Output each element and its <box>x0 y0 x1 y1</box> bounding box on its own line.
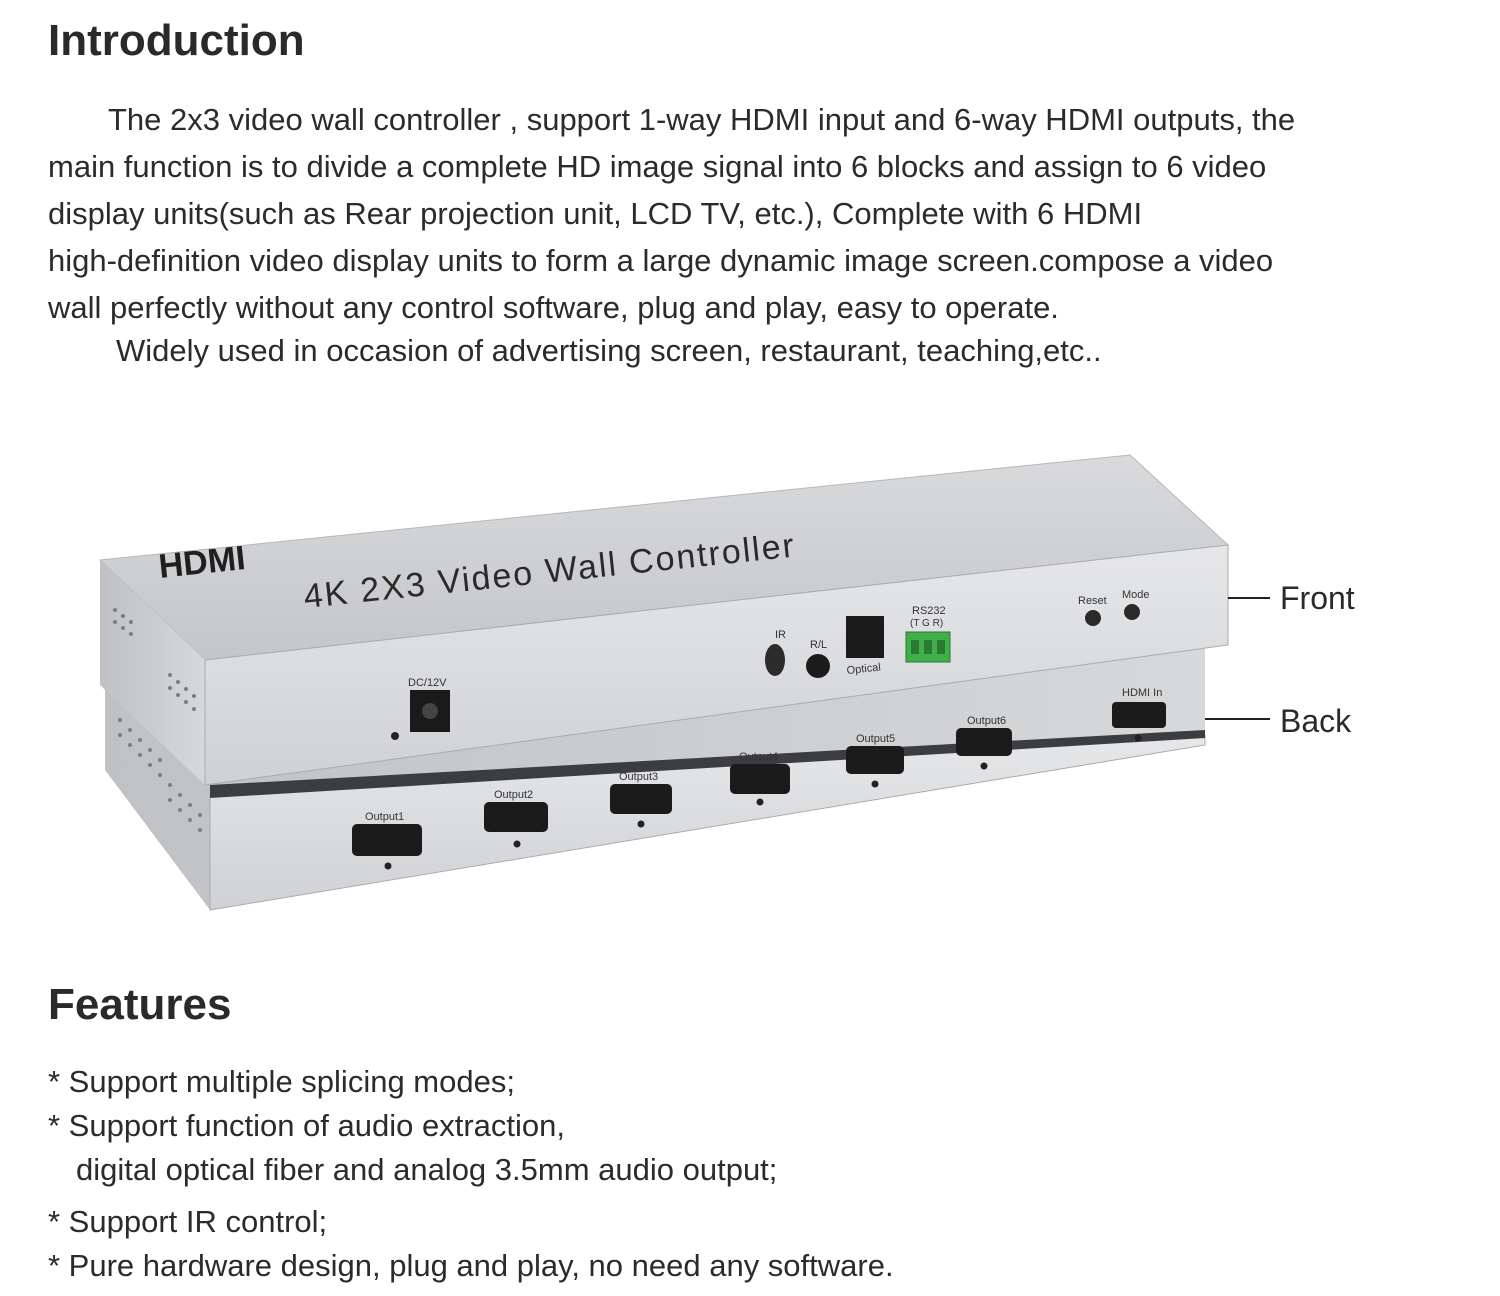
hdmi-output-5: Output5 <box>846 733 904 788</box>
hdmi-in-port-icon <box>1112 702 1166 728</box>
front-callout-label: Front <box>1280 580 1355 616</box>
intro-line: Widely used in occasion of advertising s… <box>116 333 1102 368</box>
optical-port-icon <box>846 616 884 658</box>
output5-label: Output5 <box>856 733 895 745</box>
hdmi-logo: HDMI <box>157 539 247 586</box>
feature-item: * Pure hardware design, plug and play, n… <box>48 1248 894 1283</box>
feature-item: * Support function of audio extraction, <box>48 1108 565 1143</box>
mode-button-group: Mode <box>1122 589 1150 620</box>
introduction-paragraph: The 2x3 video wall controller , support … <box>48 96 1468 374</box>
reset-button-icon <box>1085 610 1101 626</box>
reset-button-group: Reset <box>1078 595 1107 626</box>
hdmi-in-label: HDMI In <box>1122 687 1162 699</box>
intro-line: wall perfectly without any control softw… <box>48 290 1059 325</box>
output1-label: Output1 <box>365 811 404 823</box>
video-wall-controller-illustration: HDMI 4K 2X3 Video Wall Controller DC/12V… <box>98 454 1270 911</box>
features-heading: Features <box>48 980 232 1029</box>
intro-line: display units(such as Rear projection un… <box>48 196 1143 231</box>
output3-label: Output3 <box>619 771 658 783</box>
rs232-pins-label: (T G R) <box>910 618 943 629</box>
upper-unit <box>98 454 1230 786</box>
optical-label: Optical <box>846 661 881 677</box>
intro-line: main function is to divide a complete HD… <box>48 149 1267 184</box>
mode-label: Mode <box>1122 589 1150 601</box>
hdmi-output-3: Output3 <box>610 771 672 828</box>
output4-label: Output4 <box>739 751 778 763</box>
upper-unit-side <box>100 560 205 785</box>
ir-receiver: IR <box>765 629 786 676</box>
hdmi-port-icon <box>610 784 672 814</box>
hdmi-output-1: Output1 <box>352 811 422 870</box>
dc-power-port: DC/12V <box>391 677 450 740</box>
audio-jack-icon <box>806 654 830 678</box>
intro-line: high-definition video display units to f… <box>48 243 1274 278</box>
hdmi-port-icon <box>956 728 1012 756</box>
feature-item-continuation: digital optical fiber and analog 3.5mm a… <box>48 1148 1448 1192</box>
back-callout-label: Back <box>1280 703 1352 739</box>
vent-holes <box>113 608 202 832</box>
hdmi-output-4: Output4 <box>730 751 790 806</box>
upper-unit-front <box>204 544 1229 786</box>
dc-port-label: DC/12V <box>408 677 447 689</box>
output6-label: Output6 <box>967 715 1006 727</box>
hdmi-port-icon <box>352 824 422 856</box>
hdmi-output-6: Output6 <box>956 715 1012 770</box>
mode-button-icon <box>1124 604 1140 620</box>
optical-port: Optical <box>846 616 884 677</box>
rs232-label: RS232 <box>912 605 946 617</box>
rl-label: R/L <box>810 639 827 651</box>
introduction-heading: Introduction <box>48 16 305 65</box>
hdmi-port-icon <box>730 764 790 794</box>
hdmi-port-icon <box>846 746 904 774</box>
features-list: * Support multiple splicing modes; * Sup… <box>48 1060 1448 1288</box>
ir-port-icon <box>765 644 785 676</box>
feature-item: * Support IR control; <box>48 1204 328 1239</box>
hdmi-outputs: Output1 Output2 Output3 Output4 Output5 … <box>352 715 1012 870</box>
hdmi-output-2: Output2 <box>484 789 548 848</box>
rs232-port: RS232 (T G R) <box>905 605 951 663</box>
hdmi-port-icon <box>484 802 548 832</box>
output2-label: Output2 <box>494 789 533 801</box>
ir-label: IR <box>775 629 786 641</box>
feature-item: * Support multiple splicing modes; <box>48 1064 515 1099</box>
hdmi-in-port: HDMI In <box>1112 687 1166 742</box>
intro-line: The 2x3 video wall controller , support … <box>108 102 1296 137</box>
feature-continuation-text: digital optical fiber and analog 3.5mm a… <box>76 1152 778 1187</box>
analog-audio-port: R/L <box>806 639 830 678</box>
reset-label: Reset <box>1078 595 1107 607</box>
